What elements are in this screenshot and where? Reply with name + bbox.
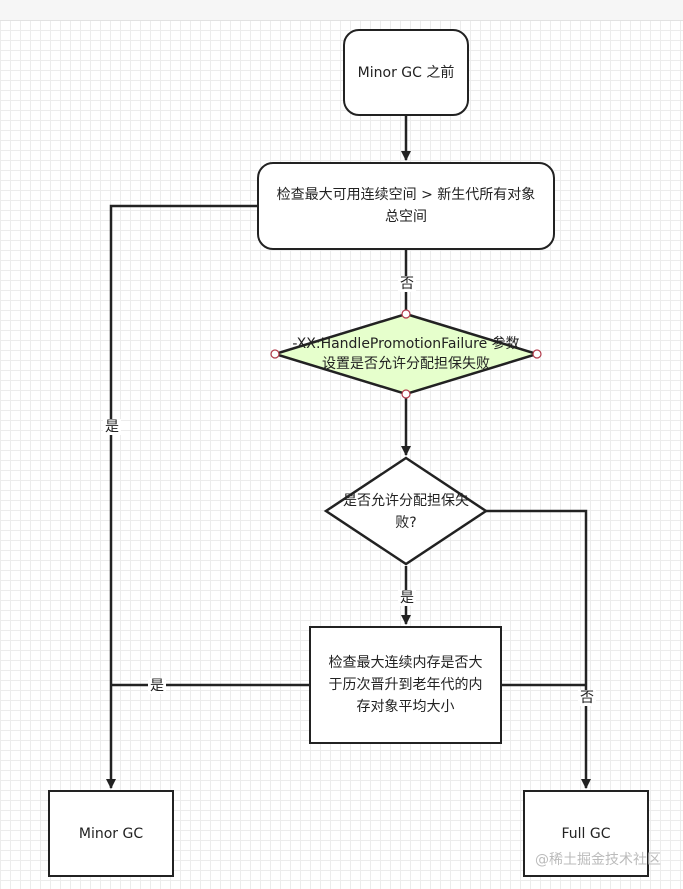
full-gc-node[interactable]: Full GC — [523, 790, 649, 877]
allow-node-text[interactable]: 是否允许分配担保失败? — [343, 493, 469, 531]
watermark: @稀土掘金技术社区 — [535, 852, 661, 868]
check-space-node[interactable]: 检查最大可用连续空间 > 新生代所有对象总空间 — [257, 162, 555, 250]
label-yes-allow: 是 — [398, 590, 416, 606]
minor-gc-node[interactable]: Minor GC — [48, 790, 174, 877]
label-yes-avg: 是 — [148, 678, 166, 694]
start-node[interactable]: Minor GC 之前 — [343, 29, 469, 116]
handle-bottom — [401, 389, 411, 399]
label-yes-left: 是 — [103, 419, 121, 435]
check-space-node-text: 检查最大可用连续空间 > 新生代所有对象总空间 — [276, 187, 536, 225]
allow-diamond — [323, 456, 489, 566]
label-no-check: 否 — [398, 276, 416, 292]
handle-left — [270, 349, 280, 359]
handle-right — [532, 349, 542, 359]
minor-gc-node-text: Minor GC — [78, 825, 144, 842]
check-avg-node-text: 检查最大连续内存是否大于历次晋升到老年代的内存对象平均大小 — [328, 655, 483, 715]
full-gc-node-text: Full GC — [561, 825, 611, 842]
check-avg-node[interactable]: 检查最大连续内存是否大于历次晋升到老年代的内存对象平均大小 — [309, 626, 502, 744]
edge-check-to-minor — [106, 204, 257, 789]
start-node-text: Minor GC 之前 — [357, 64, 455, 81]
param-node-text[interactable]: -XX:HandlePromotionFailure 参数设置是否允许分配担保失… — [292, 336, 520, 372]
handle-top — [401, 309, 411, 319]
top-toolbar-strip — [0, 0, 683, 21]
label-no-avg: 否 — [578, 690, 596, 706]
